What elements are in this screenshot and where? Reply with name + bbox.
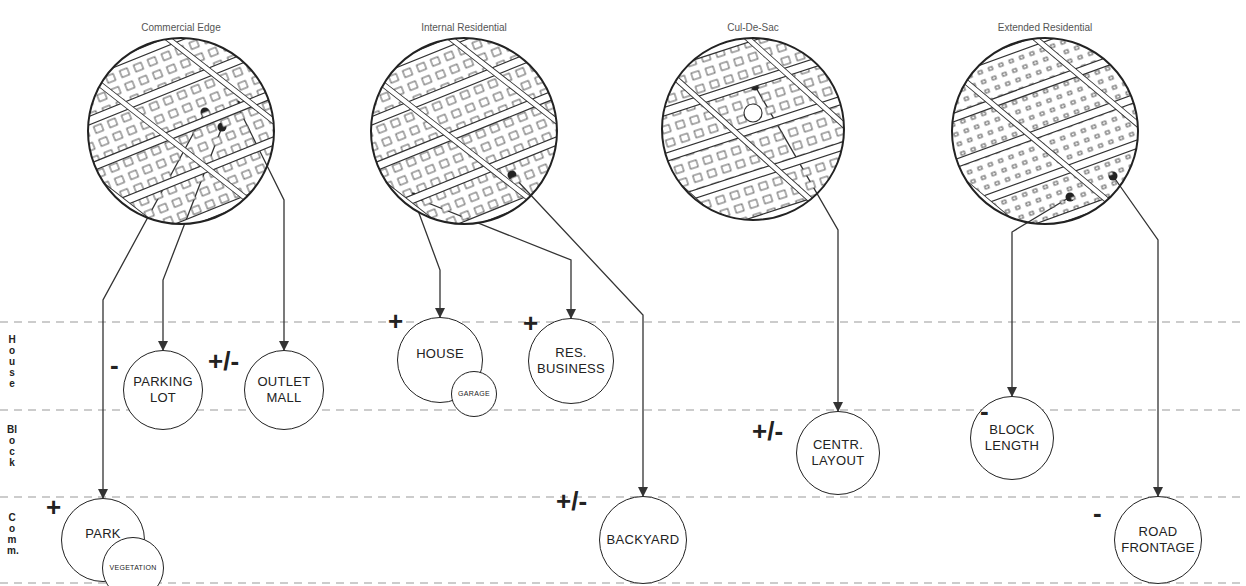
- factor-label: BACKYARD: [607, 532, 680, 548]
- magnified-map: [86, 36, 276, 226]
- connector: [512, 175, 643, 496]
- effect-sign: -: [1093, 500, 1102, 526]
- factor-label: OUTLET MALL: [251, 374, 317, 405]
- factor-circle: HOUSEGARAGE: [397, 317, 483, 403]
- factor-label: PARK: [85, 526, 121, 542]
- factor-circle: VEGETATION: [102, 537, 164, 586]
- connector: [1113, 176, 1158, 496]
- effect-sign: +: [523, 310, 538, 336]
- effect-sign: +: [388, 308, 403, 334]
- band-label: Comm.: [7, 512, 17, 556]
- band-line: [0, 583, 1246, 584]
- band-line: [0, 322, 1246, 323]
- factor-label: BLOCK LENGTH: [977, 422, 1047, 453]
- effect-sign: +/-: [208, 348, 239, 374]
- factor-circle: PARKING LOT: [123, 350, 203, 430]
- factor-label: CENTR. LAYOUT: [803, 437, 873, 468]
- factor-label: PARKING LOT: [130, 374, 196, 405]
- effect-sign: -: [980, 398, 989, 424]
- view-title: Extended Residential: [950, 22, 1140, 33]
- factor-circle: RES. BUSINESS: [528, 318, 614, 404]
- band-label: Block: [7, 424, 17, 468]
- factor-circle: PARKVEGETATION: [61, 498, 145, 582]
- band-label: House: [7, 334, 17, 389]
- magnifier-view: Cul-De-Sac: [660, 22, 846, 222]
- view-title: Commercial Edge: [86, 22, 276, 33]
- factor-circle: ROAD FRONTAGE: [1114, 496, 1202, 584]
- effect-sign: -: [110, 352, 119, 378]
- factor-circle: GARAGE: [451, 371, 497, 417]
- factor-label: RES. BUSINESS: [535, 345, 607, 376]
- connector: [1012, 197, 1070, 396]
- factor-label: GARAGE: [458, 390, 490, 398]
- view-title: Cul-De-Sac: [660, 22, 846, 33]
- factor-circle: BACKYARD: [599, 496, 687, 584]
- magnified-map: [950, 36, 1140, 226]
- factor-label: VEGETATION: [109, 564, 156, 572]
- factor-label: ROAD FRONTAGE: [1121, 524, 1195, 555]
- effect-sign: +/-: [556, 488, 587, 514]
- magnifier-view: Extended Residential: [950, 22, 1140, 226]
- factor-circle: CENTR. LAYOUT: [796, 411, 880, 495]
- magnifier-view: Commercial Edge: [86, 22, 276, 226]
- factor-label: HOUSE: [416, 346, 464, 362]
- band-line: [0, 497, 1246, 498]
- view-title: Internal Residential: [369, 22, 559, 33]
- magnified-map: [660, 36, 846, 222]
- magnified-map: [369, 36, 559, 226]
- effect-sign: +: [46, 494, 61, 520]
- magnifier-view: Internal Residential: [369, 22, 559, 226]
- factor-circle: OUTLET MALL: [244, 350, 324, 430]
- effect-sign: +/-: [752, 418, 783, 444]
